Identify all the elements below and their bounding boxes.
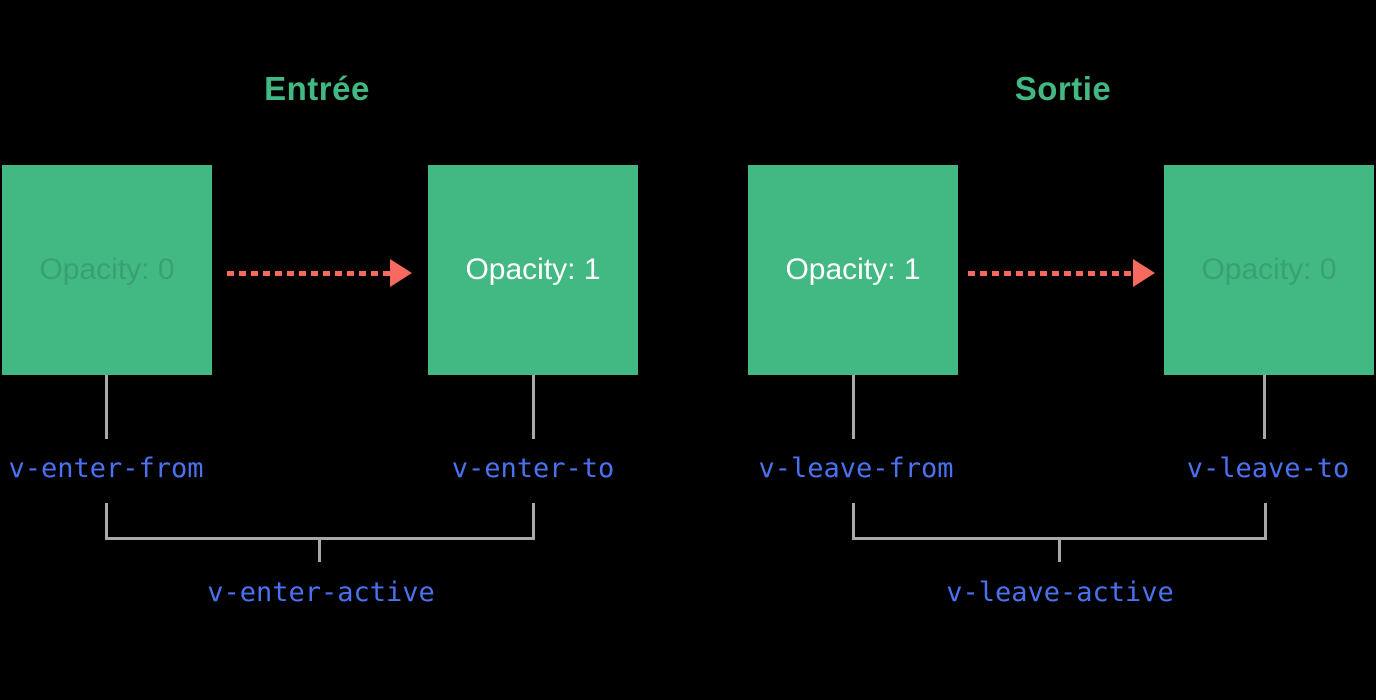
enter-arrow-head-icon [390, 259, 412, 287]
leave-active-class-label: v-leave-active [946, 577, 1174, 608]
leave-from-box: Opacity: 1 [748, 165, 958, 375]
enter-to-connector-line [532, 375, 535, 439]
leave-section-title: Sortie [1014, 70, 1112, 107]
enter-to-class-label: v-enter-to [451, 453, 615, 484]
leave-arrow-head-icon [1133, 259, 1155, 287]
enter-transition-arrow [227, 259, 412, 287]
leave-from-box-label: Opacity: 1 [785, 253, 921, 286]
enter-active-bracket [105, 503, 535, 540]
leave-active-bracket-stub [1058, 538, 1061, 562]
leave-from-connector-line [852, 375, 855, 439]
enter-from-box: Opacity: 0 [2, 165, 212, 375]
leave-to-box-label: Opacity: 0 [1201, 253, 1337, 286]
enter-from-connector-line [105, 375, 108, 439]
leave-from-class-label: v-leave-from [758, 453, 954, 484]
leave-transition-arrow [968, 259, 1155, 287]
enter-to-box: Opacity: 1 [428, 165, 638, 375]
enter-to-box-label: Opacity: 1 [465, 253, 601, 286]
enter-from-class-label: v-enter-from [8, 453, 204, 484]
enter-from-box-label: Opacity: 0 [39, 253, 175, 286]
leave-to-connector-line [1263, 375, 1266, 439]
enter-section-title: Entrée [264, 70, 370, 107]
leave-arrow-dashed-line [968, 271, 1133, 276]
enter-arrow-dashed-line [227, 271, 390, 276]
leave-active-bracket [852, 503, 1267, 540]
leave-to-class-label: v-leave-to [1186, 453, 1350, 484]
enter-active-class-label: v-enter-active [207, 577, 435, 608]
leave-to-box: Opacity: 0 [1164, 165, 1374, 375]
enter-active-bracket-stub [318, 538, 321, 562]
